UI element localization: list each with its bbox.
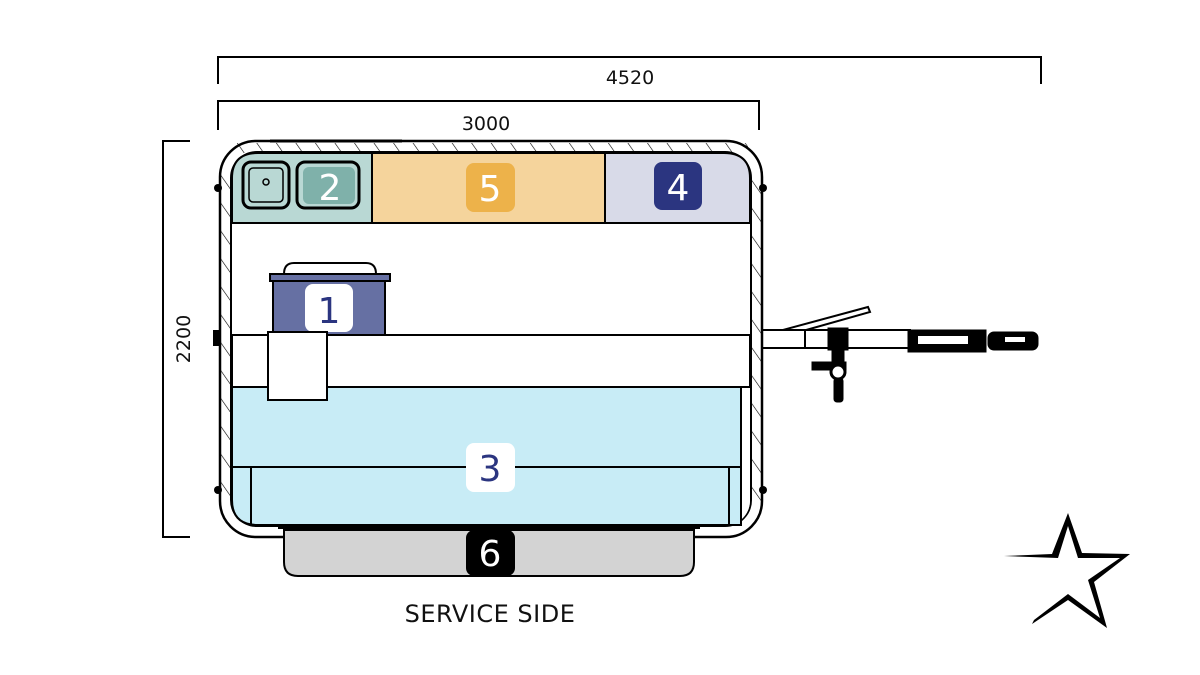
cabinet-box: [267, 331, 328, 401]
star-outline-icon: [1004, 513, 1130, 628]
dimension-width: 2200: [162, 140, 195, 538]
zone-1-appliance[interactable]: 1: [269, 262, 391, 336]
zone-badge-6: 6: [479, 534, 502, 575]
dimension-label-overall: 4520: [606, 67, 654, 89]
drain-icon: [262, 178, 270, 186]
dimension-overall-length: 4520: [217, 56, 1042, 89]
zone-badge-4: 4: [667, 168, 690, 209]
tow-hitch-icon: [755, 305, 1039, 403]
dimension-label-width: 2200: [173, 315, 195, 363]
zone-2-sink[interactable]: 2: [231, 152, 373, 224]
handle-icon: [283, 262, 377, 275]
zone-badge-5: 5: [479, 169, 502, 210]
zone-badge-2: 2: [319, 168, 342, 209]
sink-basin-icon: [295, 160, 361, 210]
zone-4-storage[interactable]: 4: [604, 152, 751, 224]
zone-badge-1: 1: [318, 291, 341, 332]
zone-badge-3: 3: [479, 449, 502, 490]
zone-5-work-counter[interactable]: 5: [371, 152, 606, 224]
zone-6-hatch-shelf[interactable]: 6: [278, 525, 700, 577]
zone-3-service-counter[interactable]: 3: [231, 386, 742, 526]
sink-basin-icon: [241, 160, 291, 210]
dimension-body-length: 3000: [217, 100, 760, 135]
dimension-label-body: 3000: [462, 113, 510, 135]
service-side-caption: SERVICE SIDE: [405, 600, 576, 628]
